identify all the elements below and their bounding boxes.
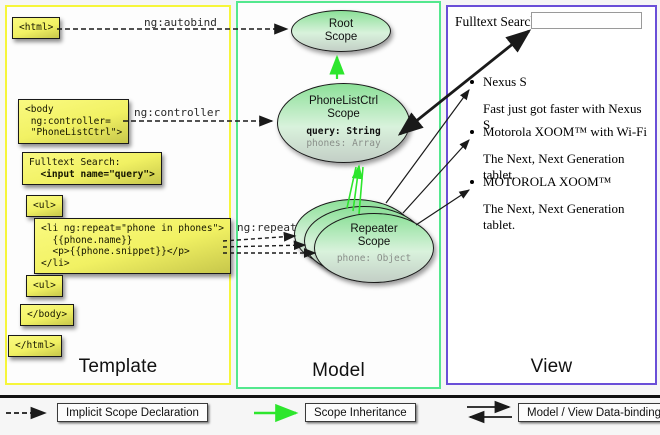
model-column: Model	[236, 1, 441, 389]
view-item-title: Nexus S	[483, 74, 527, 89]
code-fulltext-search: Fulltext Search: <input name="query">	[22, 152, 162, 185]
code-fulltext-input: <input name="query">	[29, 168, 155, 180]
root-scope-title: Root Scope	[324, 18, 358, 43]
repeater-scope-title: Repeater Scope	[350, 223, 398, 248]
view-column-label: View	[530, 356, 573, 377]
code-html-close: </html>	[8, 335, 63, 357]
view-item-title: MOTOROLA XOOM™	[483, 174, 612, 189]
legend-scope-inheritance: Scope Inheritance	[305, 403, 416, 422]
view-item-desc: The Next, Next Generation tablet.	[483, 151, 625, 182]
model-column-label: Model	[312, 360, 365, 381]
phonelistctrl-prop-phones: phones: Array	[306, 138, 381, 149]
edge-label-ng-repeat: ng:repeat	[237, 221, 297, 234]
view-list-item: MOTOROLA XOOM™ The Next, Next Generation…	[470, 174, 650, 233]
legend-divider	[0, 395, 660, 398]
phonelistctrl-scope-title: PhoneListCtrl Scope	[308, 95, 379, 120]
bullet-icon	[470, 180, 474, 184]
bullet-icon	[470, 80, 474, 84]
code-ul-close: <ul>	[26, 275, 63, 297]
phonelistctrl-scope-node: PhoneListCtrl Scope query: String phones…	[277, 83, 410, 163]
code-html-open: <html>	[12, 17, 61, 39]
template-column-label: Template	[78, 356, 158, 377]
view-item-desc: The Next, Next Generation tablet.	[483, 201, 625, 232]
legend-model-view-databinding: Model / View Data-binding	[518, 403, 660, 422]
code-body-close: </body>	[20, 304, 75, 326]
code-li-repeat: <li ng:repeat="phone in phones"> {{phone…	[34, 218, 232, 274]
code-fulltext-label: Fulltext Search:	[29, 157, 121, 168]
view-item-title: Motorola XOOM™ with Wi-Fi	[483, 124, 648, 139]
bullet-icon	[470, 130, 474, 134]
legend-implicit-scope: Implicit Scope Declaration	[57, 403, 208, 422]
view-search-input[interactable]	[531, 12, 642, 29]
repeater-prop-phone: phone: Object	[336, 253, 412, 264]
root-scope-node: Root Scope	[291, 10, 391, 52]
edge-label-ng-controller: ng:controller	[134, 106, 221, 119]
view-search-label: Fulltext Search:	[455, 14, 541, 29]
code-ul-open: <ul>	[26, 195, 63, 217]
repeater-scope-node: Repeater Scope phone: Object	[314, 213, 434, 283]
phonelistctrl-prop-query: query: String	[306, 126, 381, 137]
edge-label-ng-autobind: ng:autobind	[144, 16, 217, 29]
code-body-open: <body ng:controller= "PhoneListCtrl">	[18, 99, 130, 144]
